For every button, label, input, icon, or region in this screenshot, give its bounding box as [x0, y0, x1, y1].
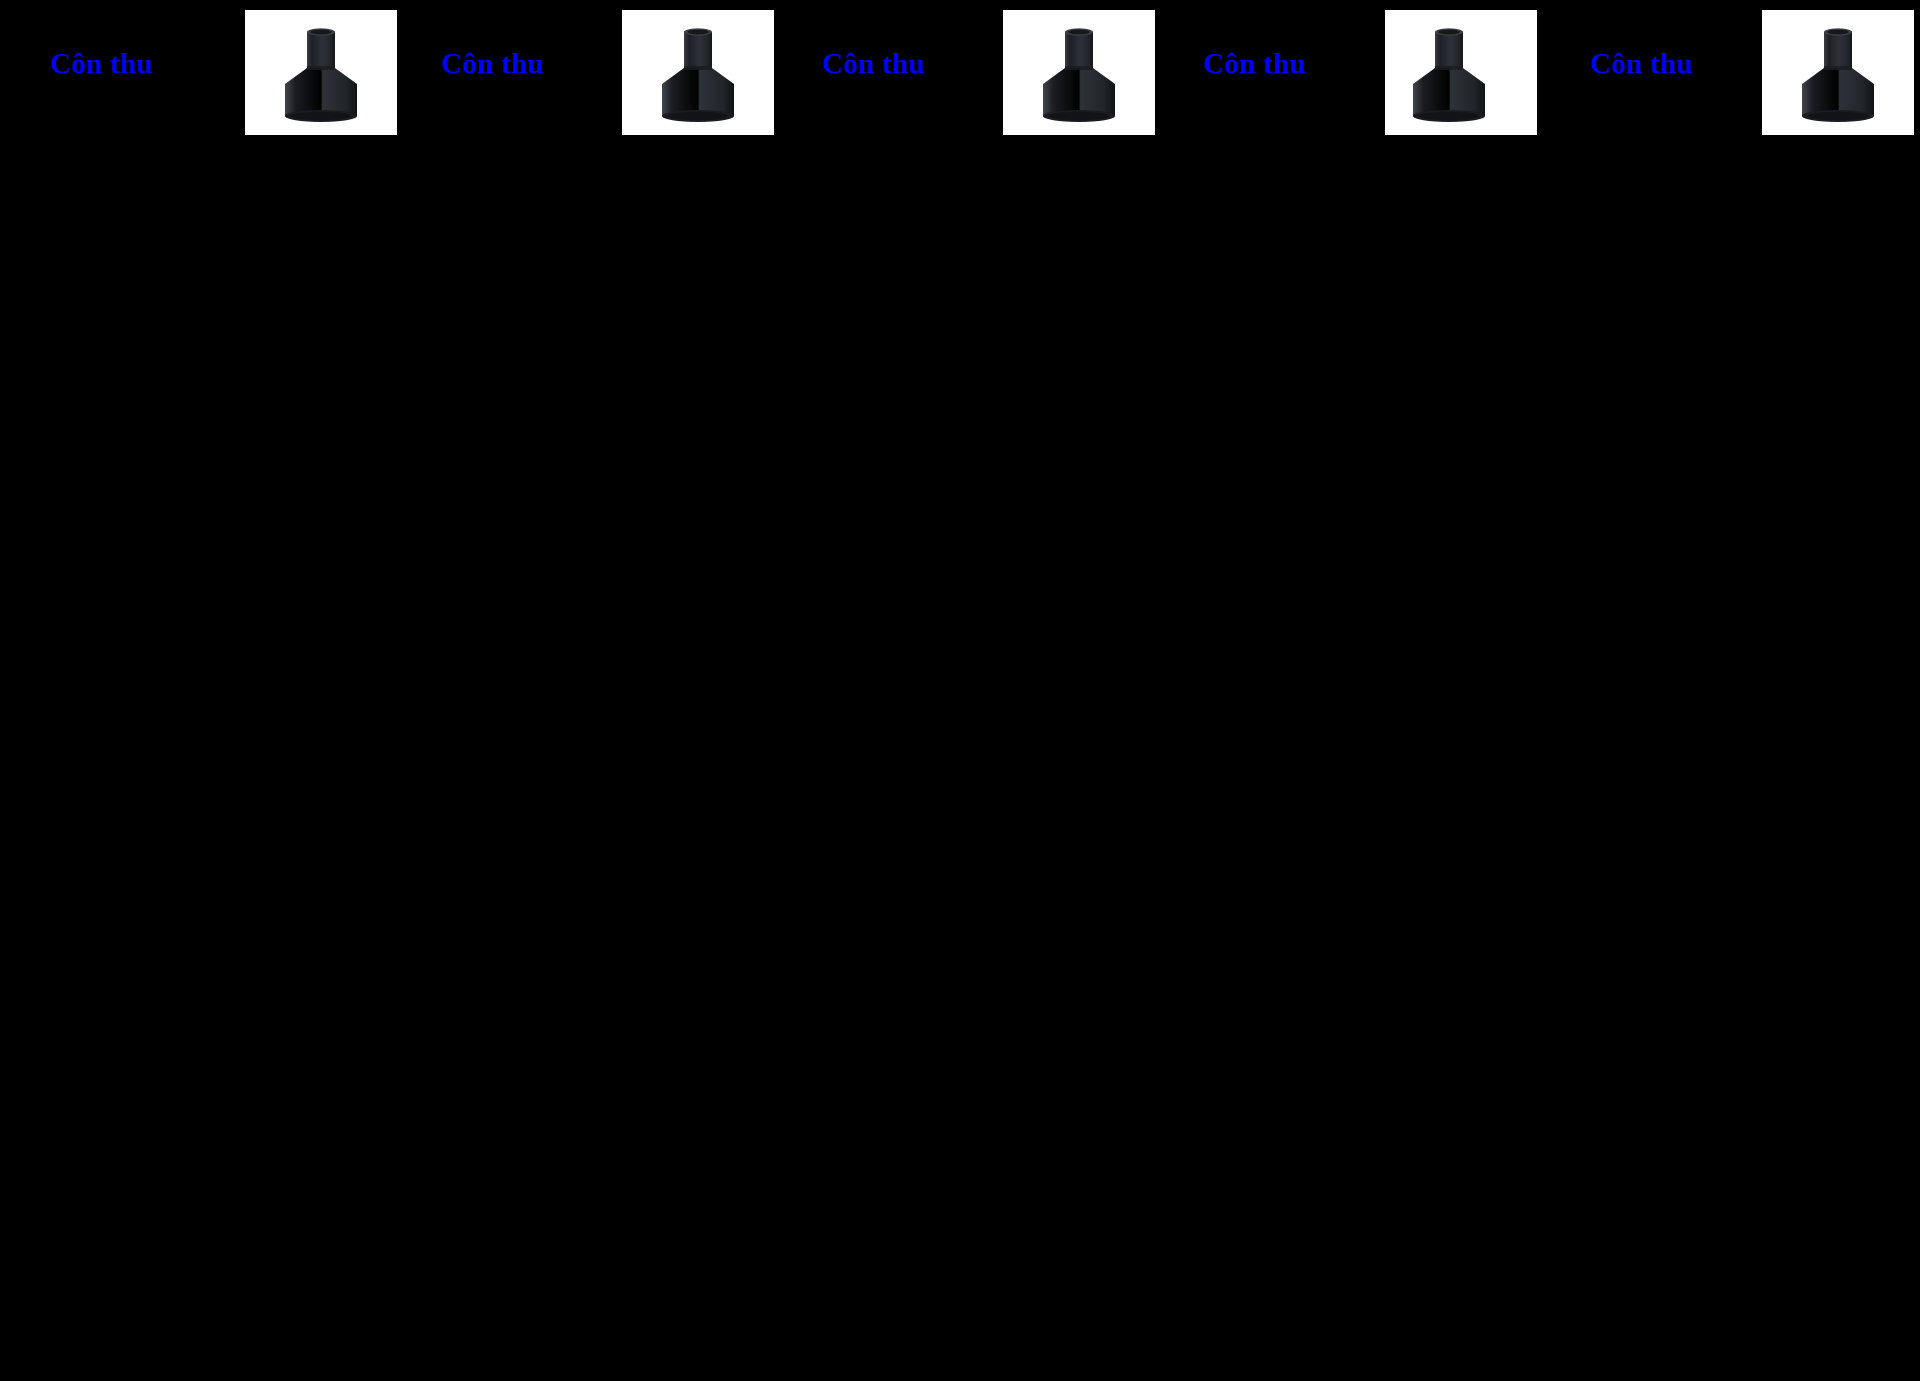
product-item[interactable]: Côn thu — [0, 0, 1920, 145]
product-label: Côn thu — [822, 48, 925, 80]
page-body-empty-area — [0, 145, 1920, 1381]
product-label: Côn thu — [441, 48, 544, 80]
product-item[interactable]: Côn thu — [0, 0, 1920, 145]
product-item[interactable]: Côn thu — [0, 0, 1920, 145]
pipe-reducer-photo[interactable] — [622, 10, 774, 135]
product-item[interactable]: Côn thu — [0, 0, 1920, 145]
product-item[interactable]: Côn thu — [0, 0, 1920, 145]
pipe-reducer-photo[interactable] — [245, 10, 397, 135]
product-label: Côn thu — [1203, 48, 1306, 80]
pipe-reducer-photo[interactable] — [1003, 10, 1155, 135]
pipe-reducer-photo[interactable] — [1385, 10, 1537, 135]
product-label: Côn thu — [50, 48, 153, 80]
product-strip: Côn thu — [0, 0, 1920, 145]
product-label: Côn thu — [1590, 48, 1693, 80]
pipe-reducer-photo[interactable] — [1762, 10, 1914, 135]
